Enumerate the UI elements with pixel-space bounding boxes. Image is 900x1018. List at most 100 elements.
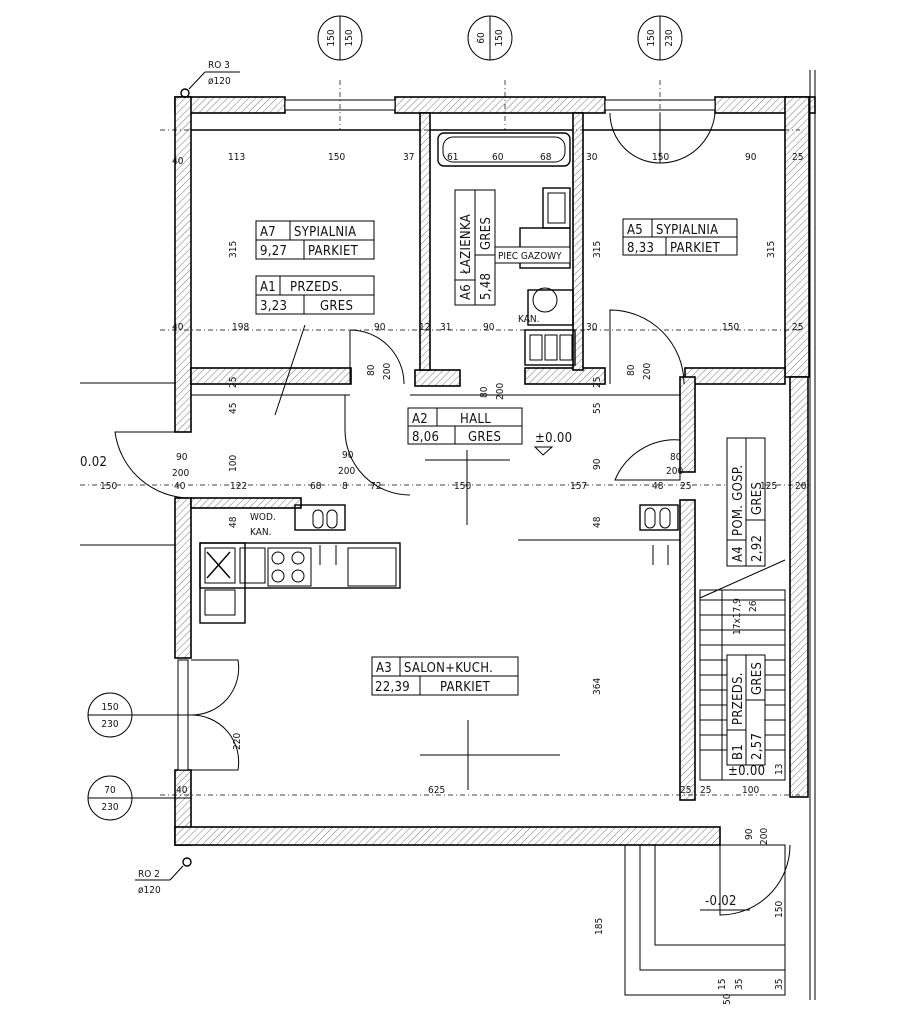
room-a5-name: SYPIALNIA [656, 223, 718, 238]
window-tags: 150 150 60 150 150 230 150 230 70 230 [87, 15, 683, 821]
dim: 80 [670, 452, 682, 463]
dim: 122 [230, 481, 247, 492]
dim: 200 [642, 363, 653, 380]
dim: 25 [792, 322, 803, 333]
level-hall: ±0.00 [535, 431, 572, 446]
room-a1-code: A1 [260, 280, 276, 295]
wall-bottom [174, 826, 721, 846]
dim: 13 [774, 764, 785, 775]
room-a4-code: A4 [731, 546, 746, 562]
wall-hall-stub [414, 369, 461, 387]
dim: 25 [680, 785, 691, 796]
dim: 45 [228, 403, 239, 414]
toilet-bowl [532, 287, 558, 313]
dim: 48 [228, 516, 239, 528]
dim: 80 [626, 364, 637, 376]
dim: 100 [228, 455, 239, 472]
window-tag-1-top: 150 [326, 29, 337, 46]
dim: 40 [172, 322, 184, 333]
wall-right-upper [784, 96, 810, 378]
dim: 40 [176, 785, 188, 796]
wall-bedroom2-bottom [684, 367, 786, 385]
room-a2-floor: GRES [468, 430, 501, 445]
kitchen-counter [199, 542, 401, 624]
wall-bedroom1-bottom [190, 367, 352, 385]
dim: 90 [592, 458, 603, 470]
room-a4-area: 2,92 [750, 535, 765, 562]
dim: 68 [540, 152, 552, 163]
window-tag-3-bottom: 230 [664, 29, 675, 46]
doors [114, 112, 791, 916]
wall-bath-bottom [524, 367, 606, 385]
room-a7-name: SYPIALNIA [294, 225, 356, 240]
stairs-depth: 26 [748, 600, 759, 612]
window-tag-3-top: 150 [646, 29, 657, 46]
bath-sink-inner [547, 192, 566, 224]
wall-top-mid [394, 96, 606, 114]
ventilation-ducts [294, 329, 679, 565]
column-markers: RO 3 ø120 RO 2 ø120 [135, 60, 240, 896]
room-a5: A5 SYPIALNIA 8,33 PARKIET [622, 218, 738, 256]
dimensions: 40 113 150 37 61 60 68 30 150 90 25 315 … [100, 152, 807, 1005]
room-a5-floor: PARKIET [670, 241, 721, 256]
dim: 625 [428, 785, 445, 796]
window-tag-4-top: 150 [101, 702, 118, 713]
wall-bath-left [419, 112, 431, 371]
dim: 61 [447, 152, 458, 163]
room-b1-floor: GRES [750, 662, 765, 695]
dim: 35 [774, 979, 785, 990]
dim: 37 [403, 152, 414, 163]
window-tag-5-top: 70 [104, 785, 116, 796]
dim: 30 [586, 152, 598, 163]
dim: 25 [228, 377, 239, 388]
dim: 50 [722, 993, 733, 1005]
room-a6-area: 5,48 [479, 273, 494, 300]
room-b1-name: PRZEDS. [731, 672, 746, 725]
gas-boiler-label: PIEC GAZOWY [498, 251, 562, 262]
dim: 80 [366, 364, 377, 376]
dim: 150 [328, 152, 345, 163]
dim: 15 [717, 979, 728, 990]
room-b1-area: 2,57 [750, 733, 765, 760]
dim: 31 [440, 322, 451, 333]
wall-bath-right [572, 112, 584, 371]
window-tag-5-bottom: 230 [101, 802, 118, 813]
dim: 198 [232, 322, 249, 333]
level-outside: -0.02 [705, 894, 737, 909]
room-a3-area: 22,39 [375, 680, 410, 695]
staircase [699, 559, 786, 781]
room-a4-name: POM. GOSP. [731, 465, 746, 536]
room-a2-code: A2 [412, 412, 428, 427]
room-a5-area: 8,33 [627, 241, 654, 256]
dim: 315 [228, 241, 239, 258]
misc-labels: PIEC GAZOWY KAN. WOD. KAN. ±0.00 ±0.00 -… [80, 246, 765, 911]
bath-toilet [527, 289, 574, 326]
dim: 200 [338, 466, 355, 477]
dim: 200 [495, 383, 506, 400]
room-a3-code: A3 [376, 661, 392, 676]
room-a1-floor: GRES [320, 299, 353, 314]
window-tag-1-bottom: 150 [344, 29, 355, 46]
axis-lines [80, 80, 810, 799]
dim: 48 [592, 516, 603, 528]
room-b1: B1 PRZEDS. 2,57 GRES [726, 654, 766, 766]
room-a7-code: A7 [260, 225, 276, 240]
column-ro2-label: RO 2 [138, 869, 160, 880]
room-centers [274, 324, 680, 790]
dim: 315 [766, 241, 777, 258]
room-a5-code: A5 [627, 223, 643, 238]
column-ro2-size: ø120 [138, 885, 161, 896]
level-entry: ±0.00 [728, 764, 765, 779]
room-a2: A2 HALL 8,06 GRES [407, 407, 523, 445]
dim: 25 [680, 481, 691, 492]
room-a1-name: PRZEDS. [290, 280, 343, 295]
bath-drain-label: KAN. [518, 314, 539, 325]
dim: 80 [479, 386, 490, 398]
room-a3-floor: PARKIET [440, 680, 491, 695]
dim: 35 [734, 979, 745, 990]
dim: 8 [342, 481, 348, 492]
dim: 125 [760, 481, 777, 492]
dim: 150 [100, 481, 117, 492]
dim: 90 [744, 828, 755, 840]
